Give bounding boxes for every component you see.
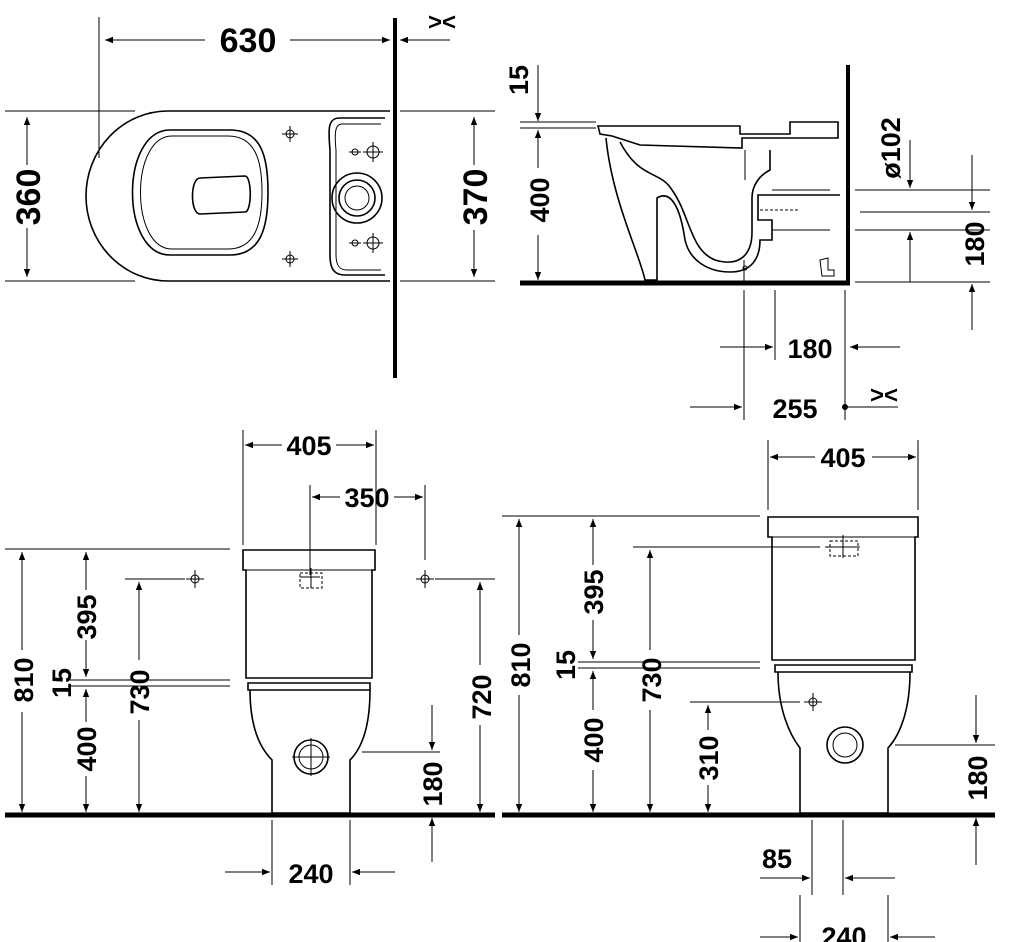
- front-dim-180: 180: [418, 761, 448, 806]
- front-dim-15: 15: [47, 668, 77, 698]
- dim-370: 370: [457, 169, 495, 226]
- front-fixing-holes: [186, 570, 434, 588]
- top-view-opening: [191, 175, 252, 215]
- side-dim-o102: ø102: [876, 117, 906, 179]
- dim-630: 630: [220, 22, 277, 60]
- elevation-dim-85: 85: [762, 844, 792, 874]
- elevation-dim-15: 15: [551, 650, 581, 680]
- top-view-fixing-points: [282, 126, 383, 267]
- elevation-dim-400: 400: [579, 717, 609, 762]
- side-dim-15: 15: [504, 65, 534, 95]
- wall-marker-side: ><: [870, 382, 898, 409]
- front-dim-400: 400: [72, 726, 102, 771]
- elevation-bowl: [777, 671, 911, 814]
- top-view-outlet: [331, 172, 383, 224]
- front-view: 405 350 810 395 15 400 730 720: [5, 430, 497, 889]
- front-bowl: [249, 689, 371, 814]
- side-section-view: 15 400 ø102 180 180 255 ><: [504, 65, 990, 424]
- side-rim: [596, 121, 839, 149]
- side-bowl-outer: [605, 137, 840, 281]
- elevation-dim-810: 810: [506, 642, 536, 687]
- top-view-bowl-outline: [85, 110, 390, 282]
- elevation-dim-310: 310: [694, 735, 724, 780]
- side-dim-400: 400: [525, 177, 555, 222]
- side-elevation: 405 810 395 15 400 730 310 180: [502, 440, 995, 942]
- front-dim-240: 240: [288, 859, 333, 889]
- top-view-cistern: [328, 117, 385, 276]
- front-dim-730: 730: [125, 669, 155, 714]
- top-view: 630 >< 360 370: [5, 9, 495, 378]
- dim-360: 360: [10, 169, 48, 226]
- side-dim-180-horizontal: 180: [787, 334, 832, 364]
- elevation-dim-240: 240: [821, 922, 866, 942]
- front-dim-395: 395: [72, 594, 102, 639]
- elevation-dim-180: 180: [963, 755, 993, 800]
- side-dim-180-vertical: 180: [960, 221, 990, 266]
- side-dim-255: 255: [772, 394, 817, 424]
- elevation-dim-405: 405: [820, 443, 865, 473]
- front-dim-810: 810: [9, 657, 39, 702]
- wall-marker-top: ><: [428, 9, 456, 36]
- front-dim-350: 350: [344, 483, 389, 513]
- side-trap: [619, 141, 771, 263]
- front-dim-405: 405: [286, 431, 331, 461]
- top-view-seat: [131, 129, 269, 256]
- elevation-dim-395: 395: [579, 569, 609, 614]
- front-dim-720: 720: [467, 674, 497, 719]
- elevation-dim-730: 730: [637, 657, 667, 702]
- elevation-outlet: [826, 726, 864, 764]
- front-cistern: [242, 549, 376, 679]
